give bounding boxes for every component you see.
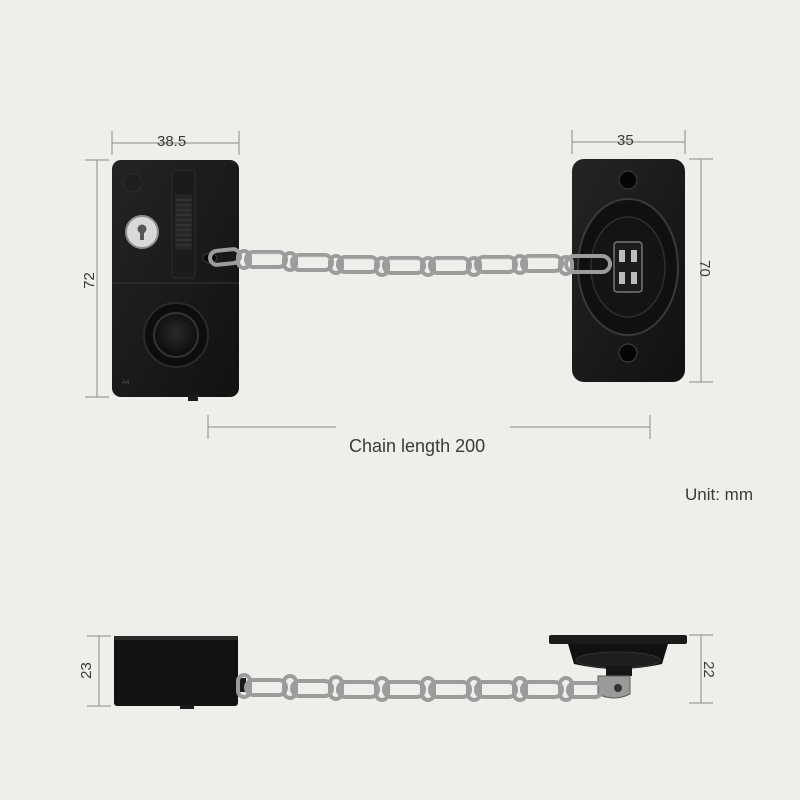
plate-depth-label: 22 [699,661,717,678]
chain-bottom [236,673,604,702]
dimension-lines-top [85,130,713,439]
lock-body-side [114,636,246,709]
mount-plate-side [549,635,687,699]
lock-height-label: 72 [80,272,98,289]
keyhole-icon [125,215,159,249]
round-button-icon [143,302,209,368]
svg-text:A4: A4 [122,380,130,386]
plate-height-label: 70 [695,260,713,277]
dimension-lines-side [87,634,713,707]
plate-width-label: 35 [617,132,634,149]
lock-depth-label: 23 [77,662,95,679]
unit-label: Unit: mm [685,485,753,504]
chain-top [208,247,612,277]
chain-length-label: Chain length 200 [349,436,486,456]
lock-width-label: 38.5 [157,133,187,150]
slider-knob [171,169,196,279]
lock-body-front: A4 [112,160,239,401]
mount-plate-front [572,159,685,382]
lock-logo-icon [123,173,143,193]
